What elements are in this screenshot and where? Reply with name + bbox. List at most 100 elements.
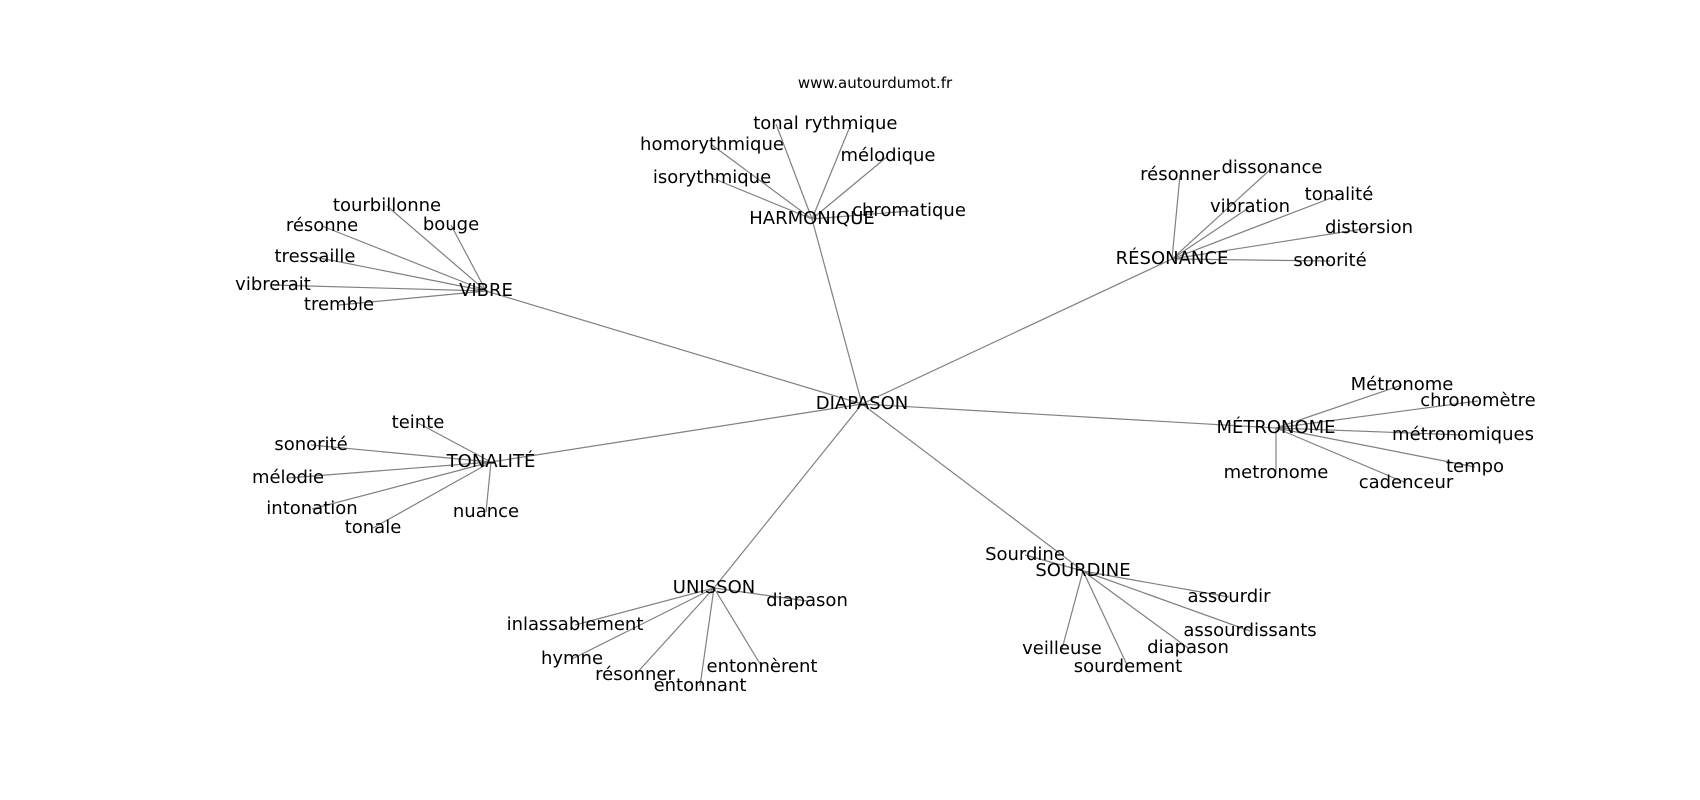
leaf-node: tourbillonne <box>333 195 441 216</box>
leaf-node: dissonance <box>1221 157 1322 178</box>
leaf-node: cadenceur <box>1359 472 1454 493</box>
edge-hub-leaf <box>1082 570 1230 598</box>
edge-hub-leaf <box>338 290 487 306</box>
leaf-node: chronomètre <box>1420 390 1536 411</box>
edge-hub-leaf <box>417 422 492 463</box>
edge-center-hub <box>861 403 1084 572</box>
edge-hub-leaf <box>1171 167 1273 260</box>
leaf-node: mélodie <box>252 467 324 488</box>
center-node: DIAPASON <box>816 393 909 414</box>
edge-hub-leaf <box>811 155 889 220</box>
leaf-node: rythmique <box>805 113 898 134</box>
leaf-node: tonal <box>753 113 799 134</box>
edge-hub-leaf <box>1275 427 1407 484</box>
edge-center-hub <box>811 218 863 405</box>
leaf-node: métronomiques <box>1392 424 1534 445</box>
leaf-node: résonne <box>286 215 358 236</box>
leaf-node: sonorité <box>1293 250 1366 271</box>
hub-node: UNISSON <box>673 577 755 598</box>
hub-node: HARMONIQUE <box>749 208 875 229</box>
edge-hub-leaf <box>372 461 492 529</box>
leaf-node: teinte <box>392 412 445 433</box>
leaf-node: intonation <box>266 498 357 519</box>
edge-hub-leaf <box>450 224 487 292</box>
leaf-node: résonner <box>595 664 675 685</box>
leaf-node: Métronome <box>1351 374 1454 395</box>
edge-hub-leaf <box>634 587 715 676</box>
edge-hub-leaf <box>311 461 492 510</box>
leaf-node: homorythmique <box>640 134 784 155</box>
edge-hub-leaf <box>811 123 852 220</box>
edge-hub-leaf <box>711 144 813 220</box>
leaf-node: nuance <box>453 501 519 522</box>
edge-hub-leaf <box>287 461 492 479</box>
watermark-url: www.autourdumot.fr <box>798 74 953 92</box>
edge-hub-leaf <box>1061 570 1084 650</box>
edge-hub-leaf <box>314 256 487 292</box>
edge-hub-leaf <box>1171 206 1251 260</box>
hub-node: RÉSONANCE <box>1116 247 1229 269</box>
edge-center-hub <box>490 403 863 463</box>
leaf-node: diapason <box>766 590 848 611</box>
edge-center-hub <box>861 403 1277 429</box>
leaf-node: sourdement <box>1074 656 1182 677</box>
leaf-node: entonnant <box>654 675 747 696</box>
labels: DIAPASON HARMONIQUE tonal rythmique homoryth… <box>235 113 1536 696</box>
edges <box>272 123 1479 687</box>
leaf-node: diapason <box>1147 637 1229 658</box>
edge-hub-leaf <box>386 205 487 292</box>
edge-center-hub <box>485 290 863 405</box>
leaf-node: sonorité <box>274 434 347 455</box>
leaf-node: bouge <box>423 214 479 235</box>
edge-hub-leaf <box>1171 258 1331 262</box>
edge-hub-leaf <box>699 587 715 687</box>
edge-hub-leaf <box>571 587 715 660</box>
edge-hub-leaf <box>811 210 910 220</box>
edge-hub-leaf <box>1275 384 1403 429</box>
leaf-node: isorythmique <box>653 167 771 188</box>
leaf-node: hymne <box>541 648 603 669</box>
edge-hub-leaf <box>713 587 763 668</box>
edge-hub-leaf <box>775 123 813 220</box>
leaf-node: assourdir <box>1187 586 1271 607</box>
edge-center-hub <box>861 258 1173 405</box>
edge-hub-leaf <box>1171 227 1370 260</box>
edge-hub-leaf <box>1275 427 1476 468</box>
leaf-node: tonale <box>345 517 402 538</box>
leaf-node: tonalité <box>1305 184 1374 205</box>
edge-hub-leaf <box>713 587 808 602</box>
leaf-node: distorsion <box>1325 217 1413 238</box>
edge-hub-leaf <box>272 284 487 292</box>
hub-node: VIBRE <box>459 280 513 301</box>
leaf-node: entonnèrent <box>707 656 818 677</box>
leaf-node: mélodique <box>841 145 936 166</box>
leaf-node: tressaille <box>275 246 356 267</box>
leaf-node: inlassablement <box>507 614 644 635</box>
edge-hub-leaf <box>1171 174 1181 260</box>
leaf-node: assourdissants <box>1183 620 1316 641</box>
leaf-node: tempo <box>1446 456 1504 477</box>
hub-node: MÉTRONOME <box>1216 416 1335 438</box>
leaf-node: chromatique <box>852 200 966 221</box>
hub-node: TONALITÉ <box>446 450 536 472</box>
leaf-node: Sourdine <box>985 544 1065 565</box>
leaf-node: metronome <box>1224 462 1329 483</box>
edge-hub-leaf <box>321 225 487 292</box>
leaf-node: vibration <box>1210 196 1290 217</box>
edge-center-hub <box>713 403 863 589</box>
edge-hub-leaf <box>1275 427 1464 436</box>
edge-hub-leaf <box>1171 194 1340 260</box>
edge-hub-leaf <box>1024 554 1084 572</box>
edge-hub-leaf <box>1082 570 1251 632</box>
edge-hub-leaf <box>1275 400 1479 429</box>
hub-node: SOURDINE <box>1035 560 1130 581</box>
edge-hub-leaf <box>711 177 813 220</box>
edge-hub-leaf <box>485 461 492 513</box>
edge-hub-leaf <box>1082 570 1189 649</box>
leaf-node: tremble <box>304 294 374 315</box>
leaf-node: résonner <box>1140 164 1220 185</box>
edge-hub-leaf <box>310 444 492 463</box>
leaf-node: veilleuse <box>1022 638 1102 659</box>
edge-hub-leaf <box>574 587 715 626</box>
